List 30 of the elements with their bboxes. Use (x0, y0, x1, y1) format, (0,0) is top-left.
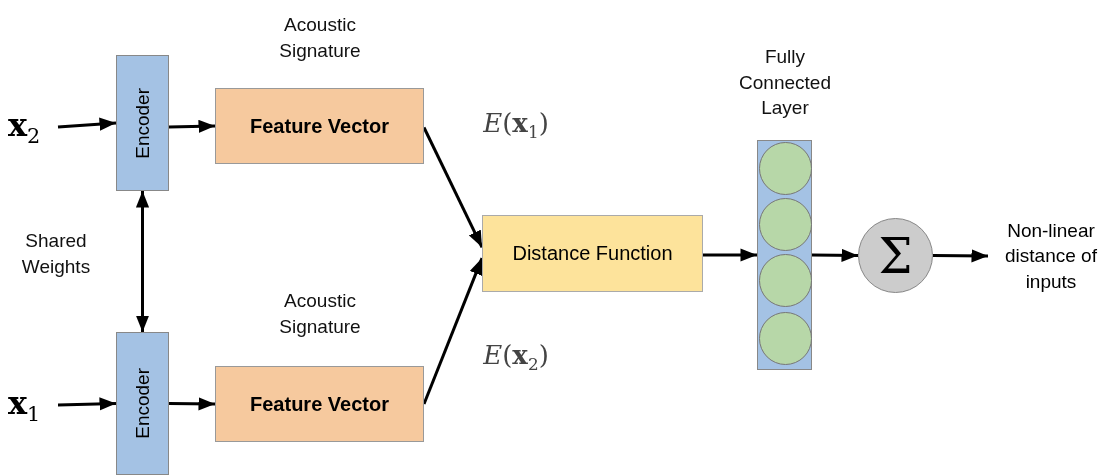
arrow (57, 117, 117, 131)
output-label: Non-linear distance of inputs (988, 212, 1114, 300)
sum-circle: Σ (858, 218, 933, 293)
arrow (169, 397, 215, 411)
arrow (703, 248, 757, 262)
formula-label: E(x$_{1}$) (482, 108, 550, 143)
neuron-circle (759, 254, 812, 307)
arrow (812, 248, 858, 262)
caption-text: Acoustic Signature (278, 13, 362, 63)
neuron-circle (759, 198, 812, 251)
process-box: Distance Function (482, 215, 703, 292)
arrow (168, 119, 216, 133)
arrow (135, 191, 150, 332)
note-text: Shared Weights (20, 229, 92, 279)
feature-box: Feature Vector (215, 88, 424, 164)
encoder-box: Encoder (116, 55, 169, 191)
arrow (933, 249, 988, 263)
variable-label: x$_{2}$ (8, 104, 58, 150)
layer-bar (757, 140, 812, 370)
arrow (422, 257, 484, 405)
arrow (57, 397, 117, 411)
variable-label: x$_{1}$ (8, 382, 58, 428)
neuron-circle (759, 312, 812, 365)
formula-label: E(x$_{2}$) (482, 340, 550, 375)
caption-text: Acoustic Signature (278, 289, 362, 339)
encoder-box: Encoder (116, 332, 169, 475)
arrow (422, 126, 484, 248)
neuron-circle (759, 142, 812, 195)
caption-text: Fully Connected Layer (738, 45, 832, 121)
feature-box: Feature Vector (215, 366, 424, 442)
